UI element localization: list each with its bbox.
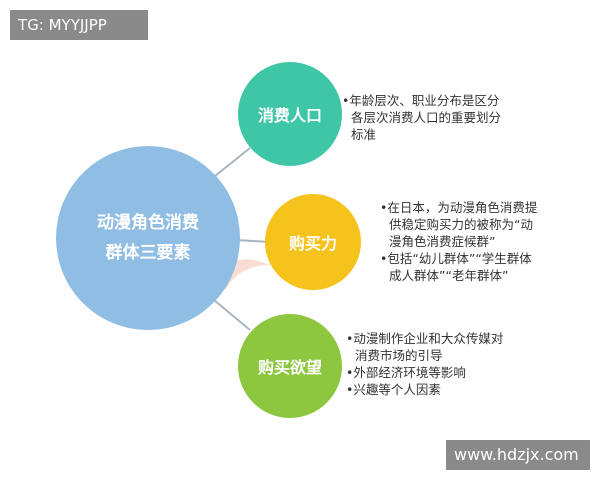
center-label: 动漫角色消费 <box>97 213 199 233</box>
bullet-item: •外部经济环境等影响 <box>346 365 466 380</box>
bullet-item: •在日本，为动漫角色消费提供稳定购买力的被称为“动漫角色消费症候群” <box>380 200 538 249</box>
bullet-item: •年龄层次、职业分布是区分各层次消费人口的重要划分标准 <box>342 93 502 142</box>
node-purchasing-power: 购买力 <box>265 194 361 290</box>
watermark-label-bottom: www.hdzjx.com <box>446 440 590 470</box>
watermark-label-top: TG: MYYJJPP <box>10 10 148 40</box>
bullet-item: •兴趣等个人因素 <box>346 382 441 397</box>
note-consumer-population: •年龄层次、职业分布是区分各层次消费人口的重要划分标准 <box>342 92 502 143</box>
bullet-item: •动漫制作企业和大众传媒对消费市场的引导 <box>346 331 504 363</box>
node-purchase-desire: 购买欲望 <box>238 314 342 418</box>
note-purchasing-power: •在日本，为动漫角色消费提供稳定购买力的被称为“动漫角色消费症候群” •包括“幼… <box>380 199 540 284</box>
bullet-item: •包括“幼儿群体”“学生群体成人群体”“老年群体” <box>380 251 532 283</box>
center-circle: 动漫角色消费群体三要素 <box>56 146 240 330</box>
note-purchase-desire: •动漫制作企业和大众传媒对消费市场的引导 •外部经济环境等影响 •兴趣等个人因素 <box>346 330 506 398</box>
center-label: 群体三要素 <box>105 243 191 263</box>
node-consumer-population: 消费人口 <box>238 62 342 166</box>
